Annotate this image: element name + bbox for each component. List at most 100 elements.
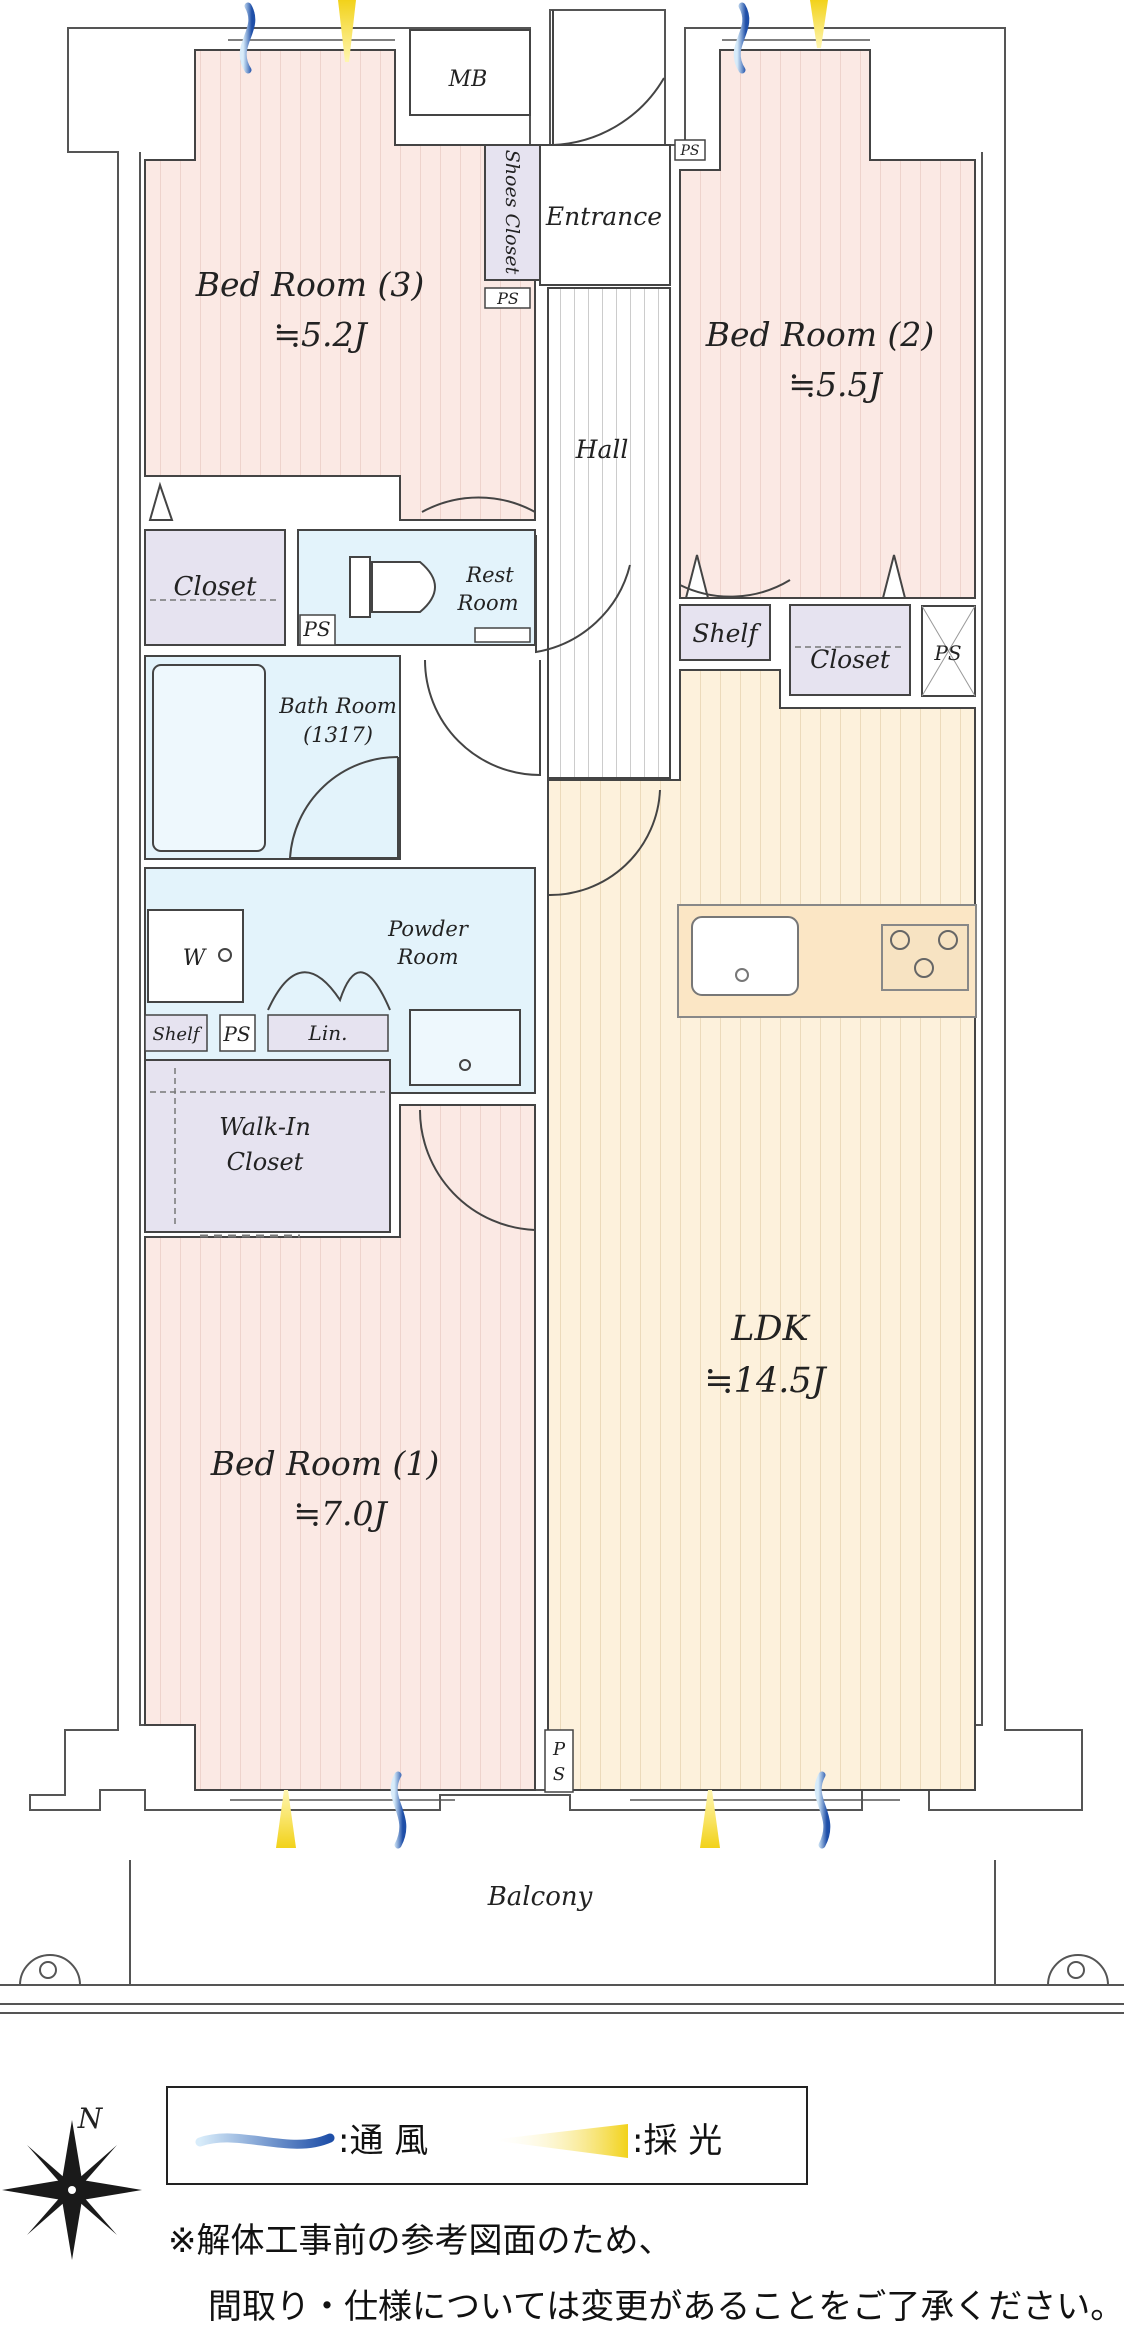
- shoes-closet: Shoes Closet PS PS: [484, 139, 706, 309]
- ps-powder: PS: [222, 1022, 250, 1046]
- bath-room-label-2: (1317): [303, 723, 373, 747]
- light-icon: [810, 0, 828, 48]
- door-marker-shelf: [684, 554, 710, 599]
- balcony: Balcony: [0, 1860, 1124, 2014]
- ldk: LDK ≒14.5J: [547, 669, 977, 1791]
- bed-room-1-size: ≒7.0J: [293, 1494, 388, 1533]
- door-swings: [418, 395, 791, 1232]
- cooktop: [881, 924, 969, 991]
- ventilation-markers: [239, 2, 831, 1849]
- ps-ldk-s: S: [553, 1764, 565, 1785]
- hall: Hall: [547, 287, 671, 779]
- powder-room: W Powder Room Shelf PS Lin.: [144, 867, 536, 1094]
- bed-room-2: Bed Room (2) ≒5.5J: [679, 49, 976, 599]
- ps-ldk-box: P S: [544, 1729, 574, 1793]
- powder-bifold-door: [267, 971, 391, 1011]
- ps-entrance: PS: [496, 289, 519, 308]
- shelf-left-box: [144, 1014, 208, 1052]
- shelf-right-label: Shelf: [692, 619, 761, 648]
- ldk-size: ≒14.5J: [704, 1361, 827, 1401]
- bath-door-swing: [288, 755, 399, 859]
- entrance: Entrance: [539, 10, 671, 286]
- bed-room-3-size: ≒5.2J: [273, 315, 368, 354]
- burner-2: [938, 930, 958, 950]
- ps-bed2: PS: [679, 143, 699, 159]
- burner-1: [890, 930, 910, 950]
- daylight-legend-icon: [490, 2124, 628, 2158]
- hall-label: Hall: [575, 435, 629, 464]
- note-line-2: 間取り・仕様については変更があることをご了承ください。: [208, 2287, 1124, 2327]
- rest-room-label-1: Rest: [465, 563, 514, 587]
- bed-room-2-size: ≒5.5J: [788, 365, 883, 404]
- ps-box-bed2: [674, 139, 706, 161]
- compass-north-label: N: [77, 2102, 104, 2135]
- light-icon: [700, 1790, 720, 1848]
- sink: [691, 916, 799, 996]
- bath-room: Bath Room (1317): [144, 655, 401, 860]
- ps-right: PS: [933, 641, 961, 665]
- vanity-drain: [459, 1059, 471, 1071]
- shelf-right-box: [679, 604, 771, 661]
- shoes-closet-label: Shoes Closet: [501, 150, 523, 275]
- drain-right: [1047, 1954, 1109, 1986]
- light-icon: [276, 1790, 296, 1848]
- wind-icon: [814, 1771, 831, 1849]
- mb-label: MB: [448, 67, 488, 92]
- bed-room-2-name: Bed Room (2): [705, 315, 935, 354]
- ps-box-entrance: [484, 287, 531, 309]
- ventilation-legend-label: :通 風: [338, 2121, 428, 2161]
- compass-icon: [2, 2120, 142, 2260]
- windows: [228, 39, 900, 1801]
- closet-right-group: Shelf Closet PS: [679, 554, 976, 697]
- rest-room-sink: [474, 627, 531, 643]
- daylight-legend-label: :採 光: [632, 2121, 722, 2161]
- shelf-left-label: Shelf: [153, 1024, 203, 1045]
- closet-right-label: Closet: [810, 645, 891, 674]
- linen-box: [267, 1014, 389, 1052]
- ps-ldk-p: P: [552, 1739, 566, 1760]
- powder-room-label-2: Room: [396, 945, 458, 969]
- toilet-bowl: [371, 561, 436, 613]
- wind-icon: [239, 2, 256, 74]
- ps-rest: PS: [302, 617, 330, 641]
- ldk-name: LDK: [730, 1309, 810, 1349]
- walk-in-closet: Walk-In Closet: [144, 1059, 391, 1238]
- bath-room-label-1: Bath Room: [278, 694, 397, 718]
- entrance-label: Entrance: [545, 202, 662, 231]
- rest-room-label-2: Room: [456, 591, 518, 615]
- balcony-label: Balcony: [487, 1882, 593, 1912]
- entrance-door-swing: [552, 10, 665, 147]
- ps-box-rest: [299, 614, 336, 646]
- wind-icon: [390, 1771, 407, 1849]
- powder-room-label-1: Powder: [387, 917, 470, 941]
- rest-room: Rest Room PS: [297, 529, 536, 646]
- note-line-1: ※解体工事前の参考図面のため、: [168, 2221, 673, 2261]
- daylight-markers: [276, 0, 828, 1848]
- legend: :通 風 :採 光: [166, 2086, 808, 2185]
- ps-box-powder: [219, 1014, 256, 1052]
- bed-room-3: Bed Room (3) ≒5.2J: [144, 49, 536, 521]
- bathtub: [152, 664, 266, 852]
- closet-left: Closet: [144, 481, 286, 646]
- burner-3: [914, 958, 934, 978]
- linen-label: Lin.: [308, 1021, 348, 1045]
- bed-room-1-name: Bed Room (1): [210, 1444, 440, 1483]
- drain-left: [19, 1954, 81, 1986]
- door-marker-closet-left: [148, 481, 174, 521]
- closet-right-box: [789, 604, 911, 696]
- sink-drain: [735, 968, 749, 982]
- washer-drain: [218, 948, 232, 962]
- walk-in-closet-label-2: Closet: [227, 1148, 304, 1176]
- light-icon: [338, 0, 356, 62]
- walk-in-closet-label-1: Walk-In: [219, 1113, 311, 1141]
- washer-box: [147, 909, 244, 1003]
- bed-room-3-name: Bed Room (3): [195, 265, 425, 304]
- ventilation-legend-icon: [195, 2133, 335, 2149]
- vanity: [409, 1009, 521, 1086]
- wind-icon: [733, 2, 750, 74]
- door-marker-closet-right: [881, 554, 907, 599]
- toilet-tank: [349, 556, 371, 618]
- meter-box: MB: [409, 29, 531, 116]
- washer-label: W: [183, 946, 208, 971]
